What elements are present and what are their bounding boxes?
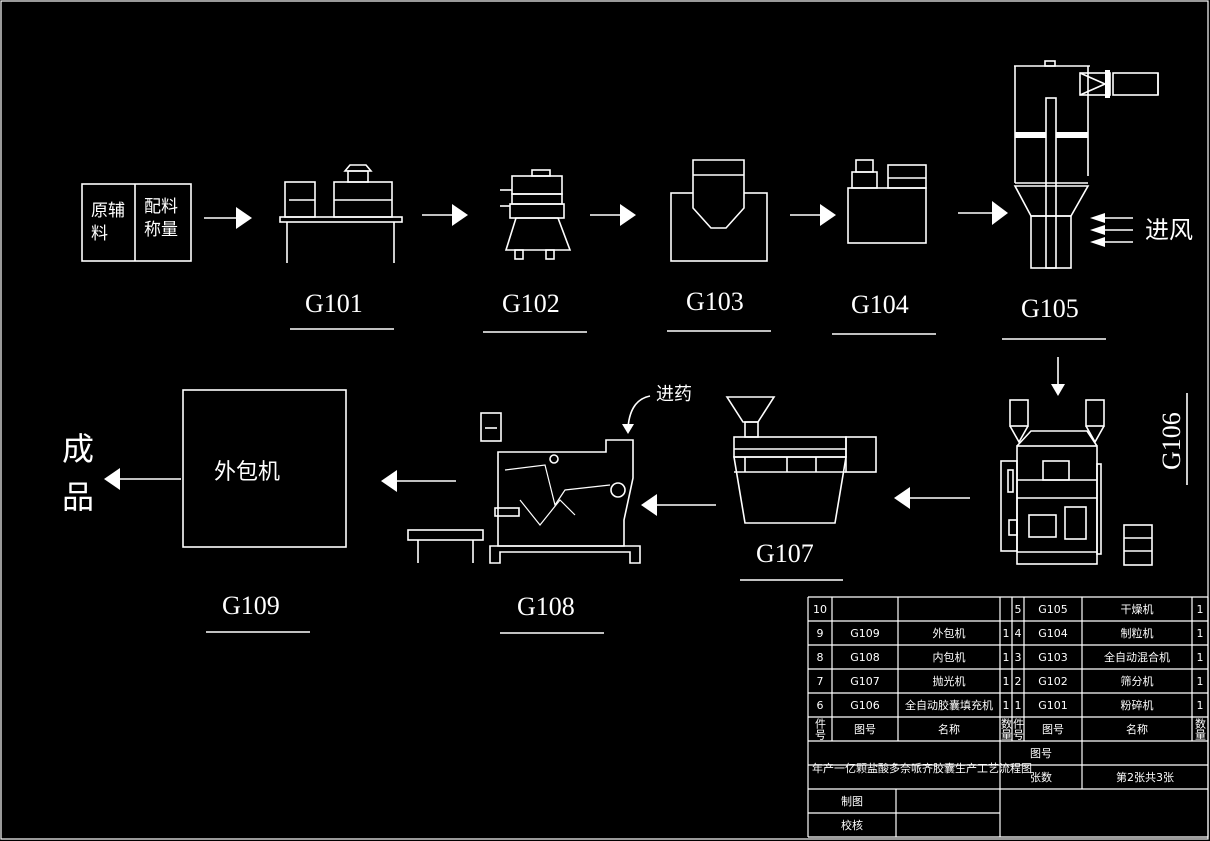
item-name: 抛光机: [933, 674, 966, 688]
drawing-no: G108: [850, 651, 880, 664]
label-g102: G102: [502, 289, 560, 318]
drawing-no: G102: [1038, 675, 1068, 688]
header-drawing-no: 图号: [1042, 723, 1064, 736]
item-no: 5: [1015, 603, 1022, 616]
item-qty: 1: [1197, 651, 1204, 664]
header-item-no: 件号: [814, 718, 827, 741]
g104-granulator-icon: [847, 159, 927, 244]
label-g101: G101: [305, 289, 363, 318]
sheets-value: 第2张共3张: [1116, 770, 1174, 784]
g105-dryer-icon: [1013, 60, 1159, 269]
label-g107: G107: [756, 539, 814, 568]
header-item-no: 件号: [1012, 718, 1025, 741]
g106-capsule-filler-icon: [1000, 399, 1153, 566]
item-no: 3: [1015, 651, 1022, 664]
g107-polisher-icon: [725, 396, 877, 524]
drawn-by-label: 制图: [841, 795, 863, 808]
g108-inner-packer-icon: [407, 412, 641, 564]
label-g105: G105: [1021, 294, 1079, 323]
g102-sieve-icon: [500, 169, 572, 260]
label-g106: G106: [1157, 412, 1186, 470]
drawing-title: 年产一亿颗盐酸多奈哌齐胶囊生产工艺流程图: [812, 761, 1032, 775]
drawing-no: G105: [1038, 603, 1068, 616]
g103-mixer-icon: [670, 159, 768, 262]
flow-arrows-top: [204, 201, 1008, 229]
item-no: 6: [817, 699, 824, 712]
item-name: 外包机: [933, 626, 966, 640]
sheets-label: 张数: [1030, 771, 1052, 784]
drawing-no: G103: [1038, 651, 1068, 664]
air-inlet-label: 进风: [1145, 216, 1193, 244]
drawing-no: G106: [850, 699, 880, 712]
item-qty: 1: [1197, 627, 1204, 640]
item-no: 2: [1015, 675, 1022, 688]
drawing-no-label: 图号: [1030, 747, 1052, 760]
item-no: 1: [1015, 699, 1022, 712]
finished-product-text-1: 成: [62, 430, 94, 468]
item-no: 8: [817, 651, 824, 664]
item-no: 10: [813, 603, 827, 616]
label-g103: G103: [686, 287, 744, 316]
weighing-text-1: 配料: [144, 197, 178, 217]
item-name: 筛分机: [1121, 674, 1154, 688]
item-qty: 1: [1003, 651, 1010, 664]
item-no: 7: [817, 675, 824, 688]
item-qty: 1: [1003, 627, 1010, 640]
drawing-no: G104: [1038, 627, 1068, 640]
g101-pulverizer-icon: [279, 164, 403, 263]
drawing-no: G107: [850, 675, 880, 688]
item-qty: 1: [1197, 675, 1204, 688]
label-g108: G108: [517, 592, 575, 621]
raw-material-box: 原辅 料 配料 称量: [81, 183, 192, 262]
weighing-text-2: 称量: [144, 220, 178, 240]
raw-material-text-2: 料: [91, 224, 108, 244]
item-qty: 1: [1197, 603, 1204, 616]
item-name: 制粒机: [1121, 626, 1154, 640]
drug-inlet-arrow: [627, 395, 651, 429]
item-name: 全自动胶囊填充机: [905, 698, 993, 712]
drawing-no: G101: [1038, 699, 1068, 712]
finished-product-text-2: 品: [62, 478, 94, 516]
label-g109: G109: [222, 591, 280, 620]
item-qty: 1: [1003, 699, 1010, 712]
item-qty: 1: [1003, 675, 1010, 688]
item-qty: 1: [1197, 699, 1204, 712]
item-name: 全自动混合机: [1104, 650, 1170, 664]
header-qty: 数量: [1000, 718, 1013, 740]
item-no: 4: [1015, 627, 1022, 640]
header-qty: 数量: [1194, 718, 1207, 740]
raw-material-text-1: 原辅: [91, 201, 125, 221]
item-name: 内包机: [933, 650, 966, 664]
item-name: 粉碎机: [1121, 698, 1154, 712]
equipment-labels: G101 G102 G103 G104 G105 G107 G108 G109: [206, 287, 1106, 634]
item-name: 干燥机: [1121, 602, 1154, 616]
outer-packer-label: 外包机: [214, 460, 280, 485]
checked-by-label: 校核: [841, 818, 863, 832]
item-no: 9: [817, 627, 824, 640]
drug-inlet-arrow-head: [622, 424, 634, 434]
flow-arrows-bottom: [104, 468, 970, 516]
drawing-no: G109: [850, 627, 880, 640]
arrow-head-down: [1051, 384, 1065, 396]
label-g104: G104: [851, 290, 909, 319]
drug-inlet-label: 进药: [656, 384, 692, 405]
g109-outer-packer-box: [182, 389, 347, 548]
header-drawing-no: 图号: [854, 723, 876, 736]
header-name: 名称: [938, 722, 960, 736]
header-name: 名称: [1126, 722, 1148, 736]
